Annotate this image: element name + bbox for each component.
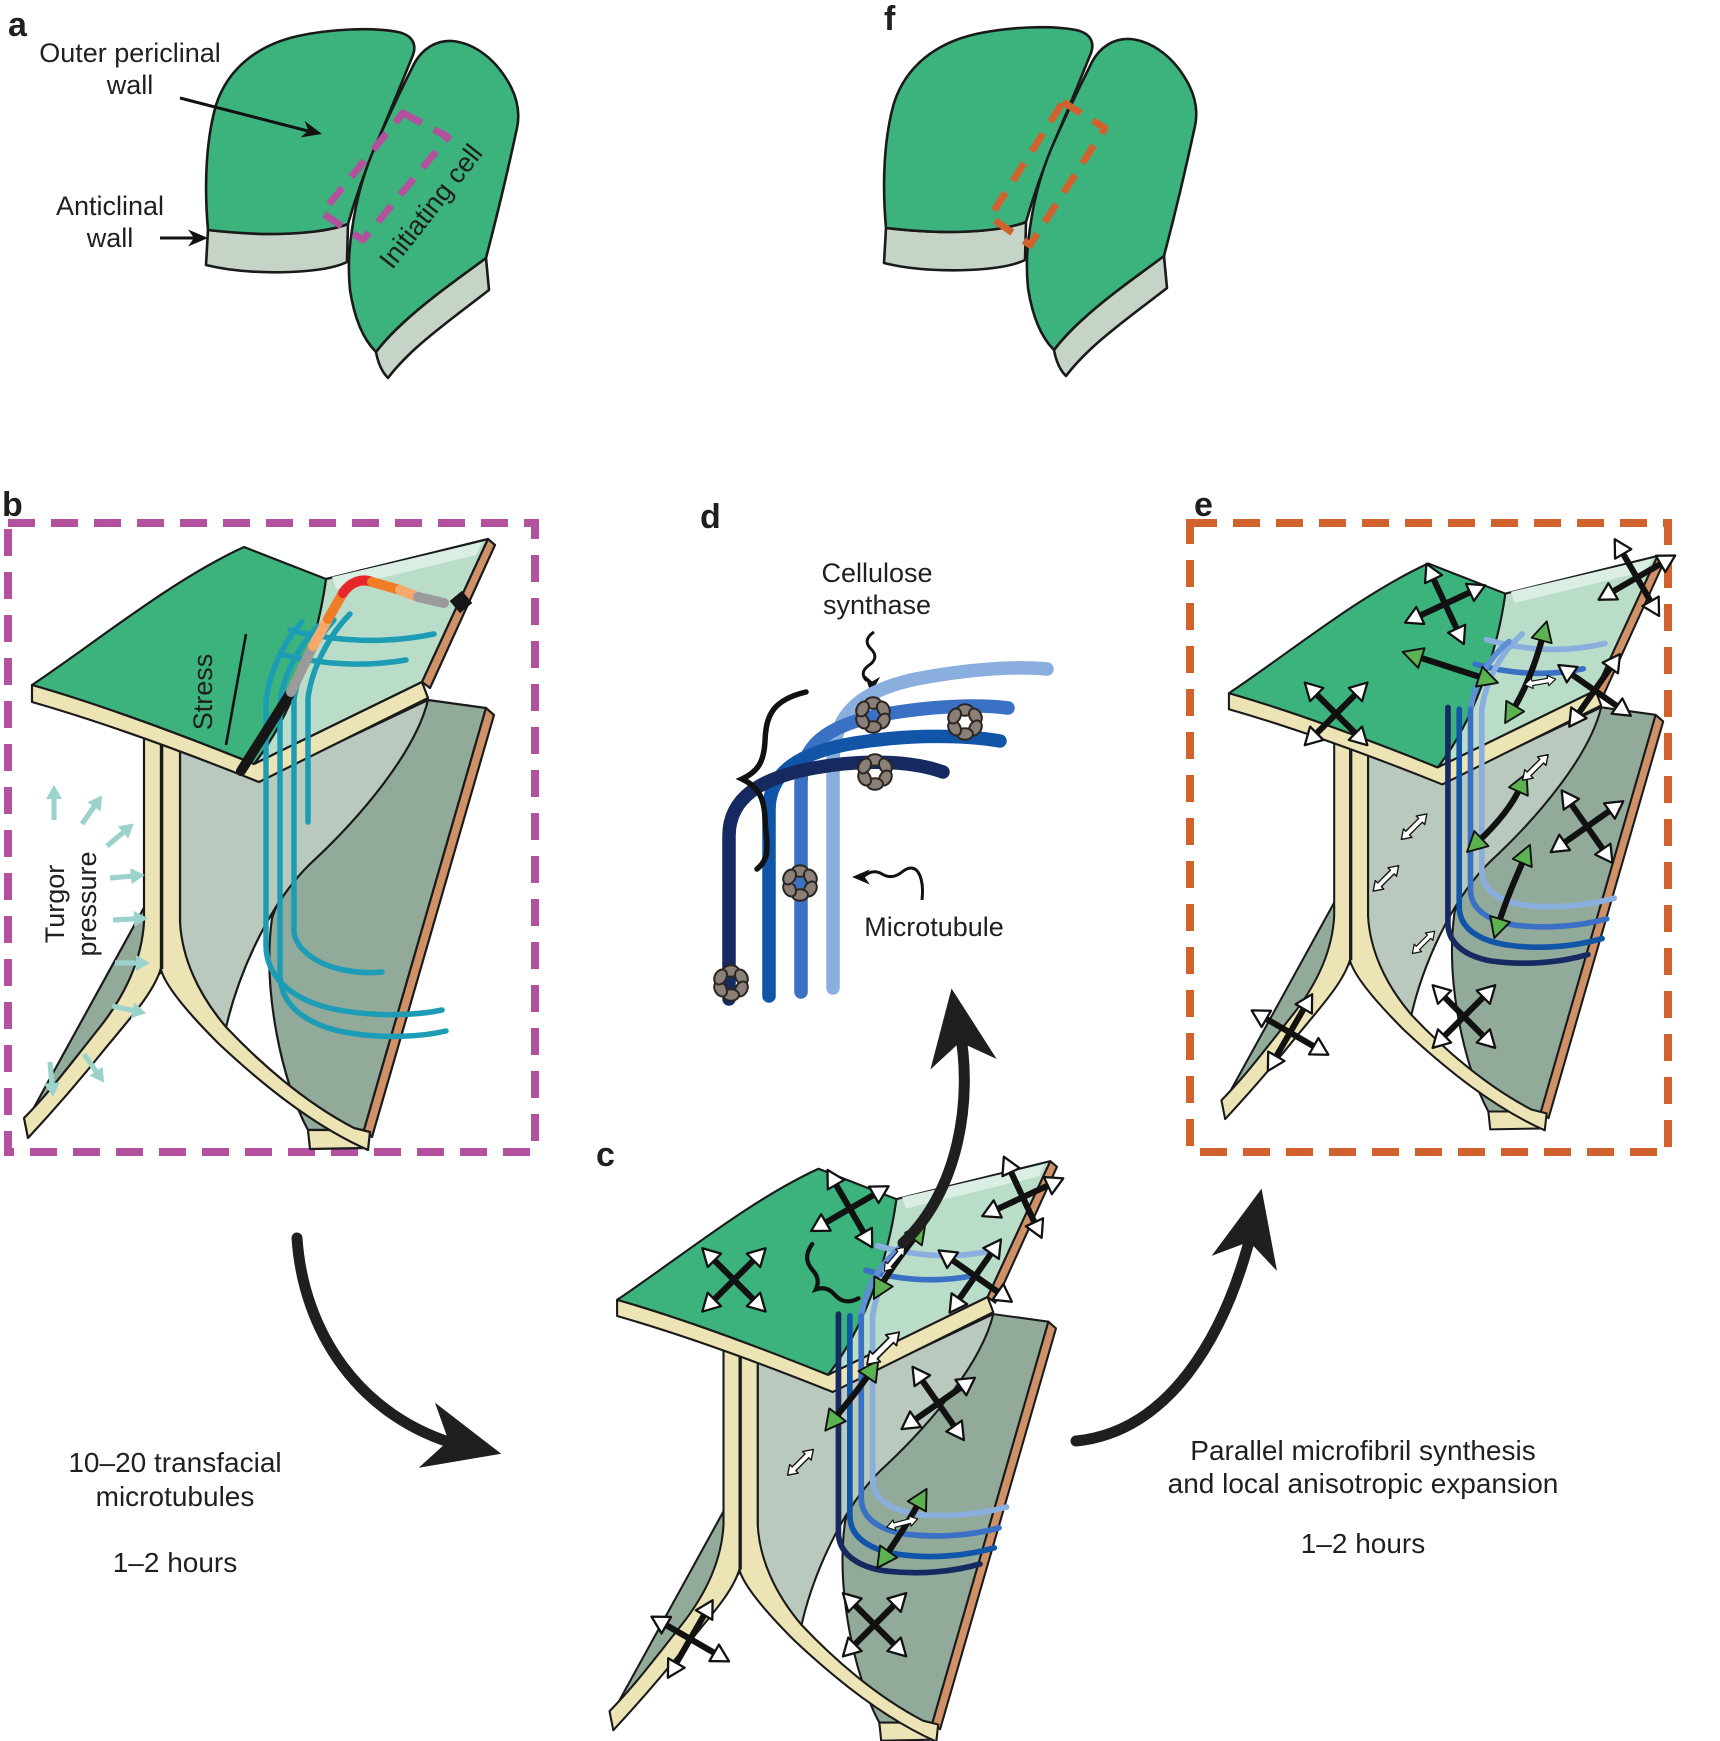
label-stress: Stress — [188, 654, 218, 731]
flow-arrows — [291, 999, 1279, 1471]
microtubule-pointer — [852, 866, 924, 901]
label-outer-periclinal-2: wall — [106, 70, 154, 100]
arrow-c-to-e — [1070, 1197, 1279, 1447]
label-turgor-1: Turgor — [40, 865, 70, 944]
fold-brace — [804, 1241, 861, 1304]
panel-f: f — [882, 0, 1198, 378]
panel-letter-c: c — [596, 1136, 615, 1174]
panel-letter-a: a — [8, 6, 28, 44]
bundle-brace — [735, 689, 809, 872]
anisotropic-arrows — [1399, 619, 1556, 941]
caption-step1-line1: 10–20 transfacial — [68, 1447, 281, 1478]
initiation-zone-outline-orange — [986, 98, 1109, 249]
label-microtubule: Microtubule — [864, 912, 1004, 942]
label-anticlinal-1: Anticlinal — [56, 191, 164, 221]
caption-step1-time: 1–2 hours — [113, 1547, 238, 1578]
panel-letter-b: b — [2, 486, 23, 524]
panel-letter-f: f — [884, 0, 896, 38]
label-anticlinal-2: wall — [86, 223, 134, 253]
arrow-c-to-d — [897, 999, 982, 1249]
initiation-zone-outline-purple — [318, 109, 452, 244]
stress-annotation: Stress — [188, 633, 248, 746]
caption-step2-line1: Parallel microfibril synthesis — [1190, 1435, 1535, 1466]
label-cellulose-synthase-1: Cellulose — [821, 558, 932, 588]
panel-d: d Cellulose synthase Microtubule — [700, 498, 1054, 1006]
teal-microtubules — [263, 611, 449, 1040]
caption-step2-line2: and local anisotropic expansion — [1168, 1468, 1559, 1499]
outer-periclinal-arrow — [179, 96, 325, 143]
captions: 10–20 transfacial microtubules 1–2 hours… — [68, 1435, 1558, 1578]
panel-letter-d: d — [700, 498, 721, 536]
caption-step1-line2: microtubules — [96, 1481, 255, 1512]
stress-fiber — [236, 575, 473, 776]
highlight-box-orange — [1186, 519, 1672, 1156]
fiber-end-diamond — [449, 590, 473, 614]
panel-e: e — [1186, 486, 1683, 1156]
arrow-b-to-c — [291, 1232, 493, 1471]
anticlinal-arrow — [160, 229, 208, 247]
panel-c: c — [596, 1136, 1072, 1741]
highlight-box-purple — [4, 519, 539, 1156]
panel-letter-e: e — [1194, 486, 1213, 524]
label-outer-periclinal-1: Outer periclinal — [39, 38, 221, 68]
caption-step2-time: 1–2 hours — [1301, 1528, 1426, 1559]
panel-b: b Stress Turgor pr — [2, 486, 539, 1156]
label-cellulose-synthase-2: synthase — [823, 590, 931, 620]
cellulose-synthase-pointer — [861, 630, 881, 695]
label-turgor-2: pressure — [72, 851, 102, 956]
panel-a: a Outer periclinal wall Anticlinal wall … — [8, 6, 520, 380]
